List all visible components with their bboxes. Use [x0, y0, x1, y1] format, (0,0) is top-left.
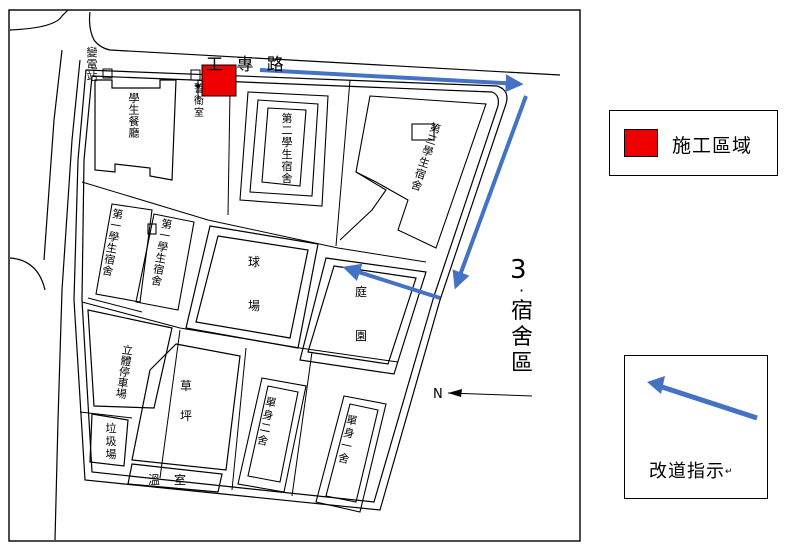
lawn-label: 草坪 [180, 379, 192, 423]
guard-room-post [196, 84, 200, 88]
garbage-label: 垃圾場 [106, 421, 117, 461]
substation-box [102, 68, 113, 79]
single-dorm-1-building [315, 395, 387, 513]
guard-room-label: 警衛室 [194, 82, 204, 119]
red-square-icon [624, 129, 658, 157]
internal-roads [79, 79, 427, 497]
ball-field-label: 球場 [248, 255, 260, 313]
single-dorm-1-label: 單身一舍 [337, 413, 359, 466]
road-label: 工 專 路 [206, 55, 288, 75]
construction-zone-label: 施工區域 [672, 135, 753, 157]
dorm-3-label: 第三學生宿舍 [409, 120, 442, 194]
dorm-2-label: 第二學生宿舍 [282, 111, 293, 185]
detour-label-text: 改道指示 [649, 461, 725, 482]
detour-arrows [259, 68, 528, 300]
legend-detour: 改道指示↵ [624, 355, 768, 499]
road-edges [9, 9, 561, 541]
paragraph-mark: ↵ [725, 467, 734, 477]
greenhouse-label: 溫室 [148, 472, 200, 487]
greenhouse-area [127, 463, 223, 493]
legend-construction-zone: 施工區域 [609, 110, 778, 176]
single-dorm-2-building [237, 377, 307, 493]
dorm-1-right-label: 第一學生宿舍 [150, 216, 173, 288]
dorm-1-buildings [95, 203, 195, 311]
dorm-area-number: 3 [510, 255, 527, 285]
garage-building [87, 309, 173, 409]
dorm-area-label: 3 · 宿舍區 [510, 255, 533, 376]
lawn-area [131, 343, 241, 471]
dorm-area-name: 宿舍區 [511, 299, 533, 376]
construction-zone-marker [201, 64, 237, 97]
garage-label: 立體停車場 [115, 342, 134, 401]
student-restaurant-label: 學生餐廳 [129, 92, 140, 140]
garden [299, 257, 427, 375]
substation-label: 變電站 [87, 45, 98, 83]
guard-room-box [190, 69, 201, 81]
dorm-1-left-label: 第一學生宿舍 [101, 206, 124, 278]
blue-arrow-icon [647, 376, 758, 421]
garden-label: 庭園 [355, 284, 367, 343]
map-frame [8, 9, 581, 542]
north-arrow: N [433, 387, 533, 402]
ball-field [185, 225, 319, 349]
student-restaurant-building [94, 79, 177, 181]
dorm-3-building [339, 95, 487, 249]
single-dorm-2-label: 單身二舍 [256, 395, 278, 448]
dorm-area-dot: · [519, 281, 524, 300]
north-label: N [433, 387, 443, 402]
detour-label: 改道指示↵ [649, 457, 734, 483]
dorm-2-building [239, 91, 329, 207]
garbage-area [89, 413, 129, 467]
